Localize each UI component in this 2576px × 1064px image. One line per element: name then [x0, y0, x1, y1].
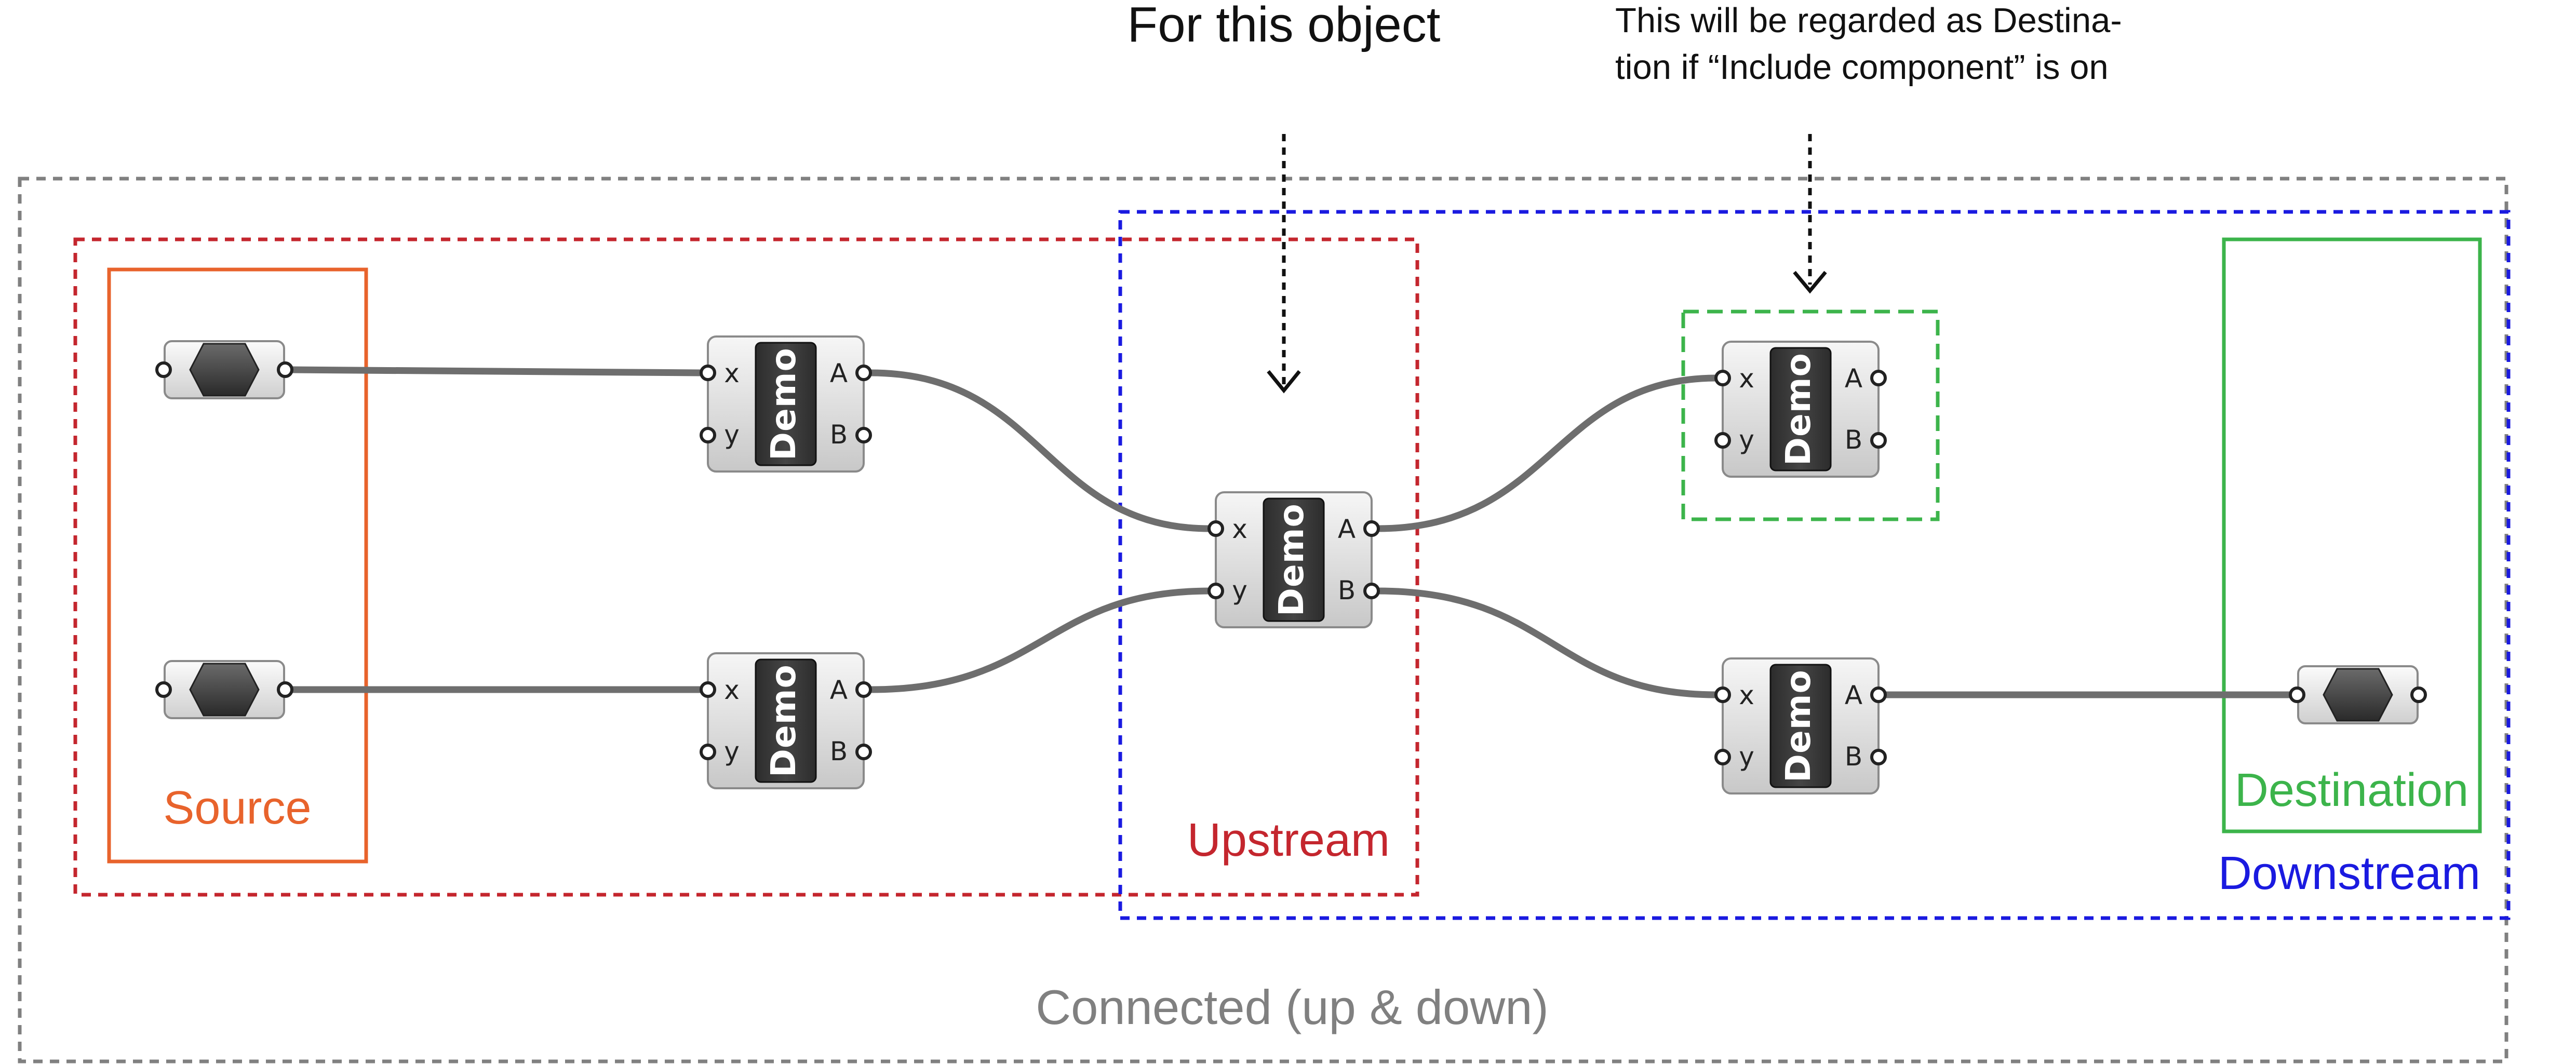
component-name: Demo	[763, 664, 803, 777]
upstream-label: Upstream	[1187, 814, 1390, 866]
input-x-label: x	[1739, 680, 1754, 710]
destination-region	[2222, 237, 2482, 833]
component-name: Demo	[763, 347, 803, 461]
output-a-label: A	[1845, 363, 1862, 394]
include-component-region	[1681, 309, 1940, 521]
component-name: Demo	[1271, 503, 1311, 616]
input-y-label: y	[1232, 575, 1247, 605]
for-this-object-label: For this object	[1128, 0, 1441, 52]
connected-label: Connected (up & down)	[1036, 980, 1549, 1034]
input-x-label: x	[724, 358, 740, 388]
input-y-label: y	[724, 736, 740, 766]
output-b-label: B	[1338, 575, 1356, 605]
output-a-label: A	[1845, 680, 1862, 710]
destination-param[interactable]	[2290, 666, 2425, 723]
upstream-region	[73, 237, 1419, 897]
source-param-2[interactable]	[157, 661, 292, 718]
wire-center-to-include	[1374, 374, 1721, 532]
arrow-for-this-object	[1267, 134, 1301, 394]
output-b-label: B	[830, 420, 848, 450]
output-b-label: B	[1845, 742, 1862, 772]
wires	[285, 366, 2298, 698]
input-y-label: y	[724, 420, 740, 450]
hexagon-param-icon	[157, 661, 292, 718]
wire-source1-to-comp1	[285, 366, 705, 376]
output-a-label: A	[1338, 514, 1356, 544]
downstream-label: Downstream	[2218, 847, 2480, 899]
output-b-label: B	[1845, 425, 1862, 455]
source-label: Source	[163, 782, 311, 834]
include-note-line2: tion if “Include component” is on	[1615, 48, 2109, 87]
demo-component-focus[interactable]: Demo x y A B	[1208, 491, 1380, 628]
connected-region	[18, 177, 2508, 1063]
input-y-label: y	[1739, 425, 1754, 455]
demo-component-upstream-2[interactable]: Demo x y A B	[700, 652, 872, 789]
input-y-label: y	[1739, 742, 1754, 772]
wire-comp1-to-center	[867, 369, 1214, 532]
input-x-label: x	[1232, 514, 1247, 544]
output-b-label: B	[830, 736, 848, 766]
hexagon-param-icon	[157, 341, 292, 398]
component-name: Demo	[1778, 353, 1818, 466]
input-x-label: x	[724, 675, 740, 705]
demo-component-include[interactable]: Demo x y A B	[1714, 341, 1887, 478]
destination-label: Destination	[2235, 764, 2468, 816]
source-region	[107, 267, 368, 864]
demo-component-downstream[interactable]: Demo x y A B	[1714, 657, 1887, 794]
component-name: Demo	[1778, 669, 1818, 783]
demo-component-upstream-1[interactable]: Demo x y A B	[700, 335, 872, 473]
include-note-line1: This will be regarded as Destina-	[1615, 1, 2122, 40]
wire-comp2-to-center	[867, 587, 1214, 693]
wire-center-to-comp5	[1374, 587, 1721, 698]
hexagon-param-icon	[2290, 666, 2425, 723]
output-a-label: A	[830, 675, 848, 705]
arrow-include-component	[1793, 134, 1827, 294]
input-x-label: x	[1739, 363, 1754, 394]
source-param-1[interactable]	[157, 341, 292, 398]
output-a-label: A	[830, 358, 848, 388]
